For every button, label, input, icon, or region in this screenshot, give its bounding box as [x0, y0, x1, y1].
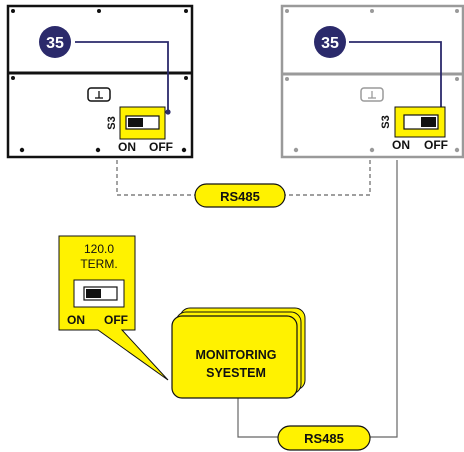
monitoring-layer-front — [171, 315, 298, 399]
badge-right-label: 35 — [321, 35, 339, 52]
switch-label-right: S3 — [380, 115, 392, 128]
switch-label-left: S3 — [106, 116, 118, 129]
monitoring-line1: MONITORING — [195, 348, 276, 362]
badge-wire-right — [349, 41, 442, 112]
connector-icon — [360, 87, 384, 102]
unit-right-screws — [285, 9, 460, 153]
badge-wire-left — [75, 41, 169, 112]
connector-icon — [87, 87, 111, 102]
termination-line1: 120.0 — [84, 242, 114, 256]
bus-top-badge — [194, 183, 286, 208]
wire-monitor-to-bus — [237, 398, 285, 438]
unit-right: 35 S3 ON OFF — [280, 4, 464, 159]
badge-wire-end-left — [165, 109, 171, 115]
termination-on-label: ON — [67, 313, 85, 327]
bus-bottom-badge — [277, 425, 371, 451]
badge-right — [314, 26, 346, 58]
termination-bubble — [58, 235, 169, 381]
on-label-left: ON — [118, 140, 136, 154]
termination-off-label: OFF — [104, 313, 128, 327]
wire-right-to-bus — [366, 160, 398, 438]
termination-line2: TERM. — [80, 257, 117, 271]
badge-left-label: 35 — [46, 35, 64, 52]
bus-top-label: RS485 — [220, 189, 260, 204]
switch-knob-right — [421, 117, 436, 127]
switch-knob-left — [128, 118, 143, 127]
bus-top: RS485 — [116, 160, 371, 208]
termination-callout: 120.0 TERM. ON OFF — [58, 235, 169, 381]
bus-top-wire-left — [116, 160, 205, 196]
monitoring-line2: SYESTEM — [206, 366, 266, 380]
bus-top-wire-right — [282, 160, 371, 196]
bus-bottom: RS485 — [277, 425, 371, 451]
unit-left: 35 S3 ON OFF — [6, 4, 194, 159]
badge-left — [39, 26, 71, 58]
off-label-right: OFF — [424, 138, 448, 152]
off-label-left: OFF — [149, 140, 173, 154]
unit-left-screws — [11, 9, 188, 153]
on-label-right: ON — [392, 138, 410, 152]
bus-bottom-label: RS485 — [304, 431, 344, 446]
monitoring-system: MONITORING SYESTEM — [171, 307, 306, 399]
termination-switch-knob — [86, 289, 101, 298]
